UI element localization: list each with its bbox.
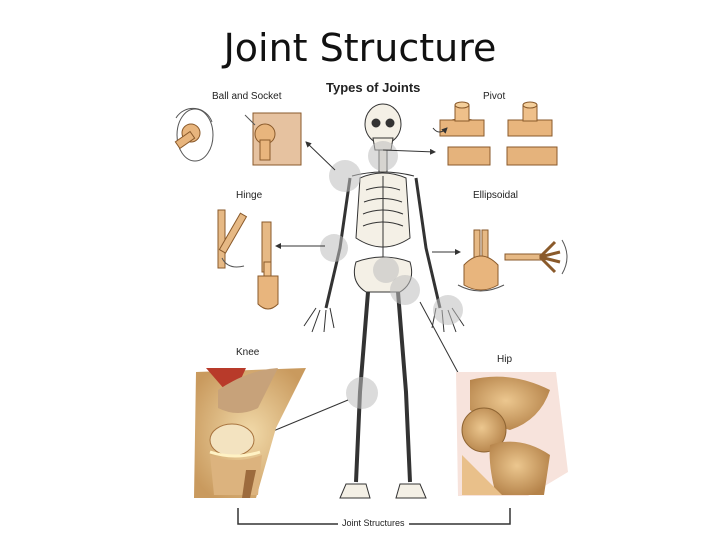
pivot-illustration — [432, 101, 558, 166]
label-hip: Hip — [497, 354, 513, 365]
joint-highlights — [320, 141, 463, 409]
skeleton-illustration — [303, 103, 465, 499]
slide-title: Joint Structure — [223, 26, 497, 70]
hinge-illustration — [217, 209, 279, 310]
hip-illustration — [456, 372, 568, 496]
diagram-footer: Joint Structures — [338, 518, 409, 528]
knee-illustration — [194, 368, 306, 498]
pointer-arrows — [265, 141, 463, 435]
label-pivot: Pivot — [483, 91, 506, 102]
label-hinge: Hinge — [236, 190, 263, 201]
ball-and-socket-illustration — [174, 107, 302, 166]
label-ball-and-socket: Ball and Socket — [212, 91, 282, 102]
label-knee: Knee — [236, 347, 260, 358]
label-ellipsoidal: Ellipsoidal — [473, 190, 519, 201]
diagram-heading: Types of Joints — [326, 80, 421, 95]
ellipsoidal-illustration — [457, 229, 568, 292]
